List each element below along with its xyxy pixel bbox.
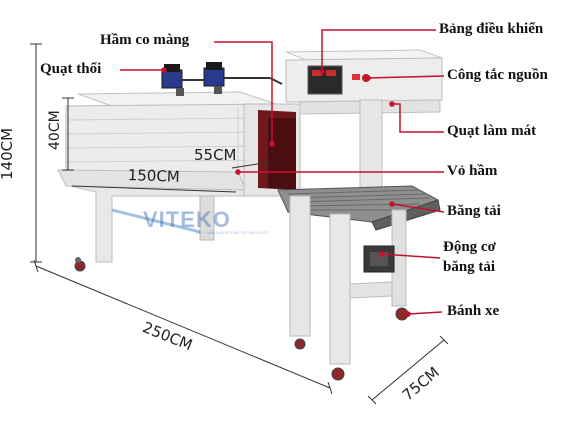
caster	[75, 257, 81, 263]
dimension-height: 140CM	[0, 127, 16, 180]
dimension-tunnel-length: 150CM	[127, 166, 181, 186]
label-quat-lam-mat: Quạt làm mát	[447, 123, 537, 139]
cabinet-column	[359, 99, 383, 197]
dimension-tunnel-height: 40CM	[47, 110, 63, 150]
center-post	[289, 195, 311, 337]
caster	[294, 338, 306, 350]
panel-display	[312, 70, 322, 76]
label-quat-thoi: Quạt thổi	[40, 61, 102, 77]
switch-label	[352, 74, 360, 80]
right-front-leg	[329, 213, 351, 365]
blower-fans	[161, 62, 283, 96]
callout-lines	[120, 29, 445, 317]
dimension-tunnel-width: 55CM	[194, 146, 237, 164]
blue-brace	[111, 208, 201, 234]
label-vo-ham: Vỏ hầm	[447, 163, 498, 179]
dimension-lines	[30, 43, 449, 405]
brand-logo-subtitle: VIET NAM INDUSTRIAL TECHNOLOGY	[196, 230, 269, 235]
label-banh-xe: Bánh xe	[447, 303, 500, 319]
caster	[331, 367, 345, 381]
panel-display	[326, 70, 336, 76]
label-dong-co-line2: băng tải	[443, 259, 496, 275]
label-bang-dieu-khien: Bảng điều khiển	[439, 21, 544, 37]
label-cong-tac-nguon: Công tắc nguồn	[447, 67, 548, 83]
label-dong-co-line1: Động cơ	[443, 239, 496, 255]
right-leg-crossbar	[349, 281, 393, 299]
label-bang-tai: Băng tải	[447, 203, 501, 219]
brand-logo: VITEKO	[143, 207, 231, 232]
label-ham-co-mang: Hầm co màng	[100, 32, 190, 48]
